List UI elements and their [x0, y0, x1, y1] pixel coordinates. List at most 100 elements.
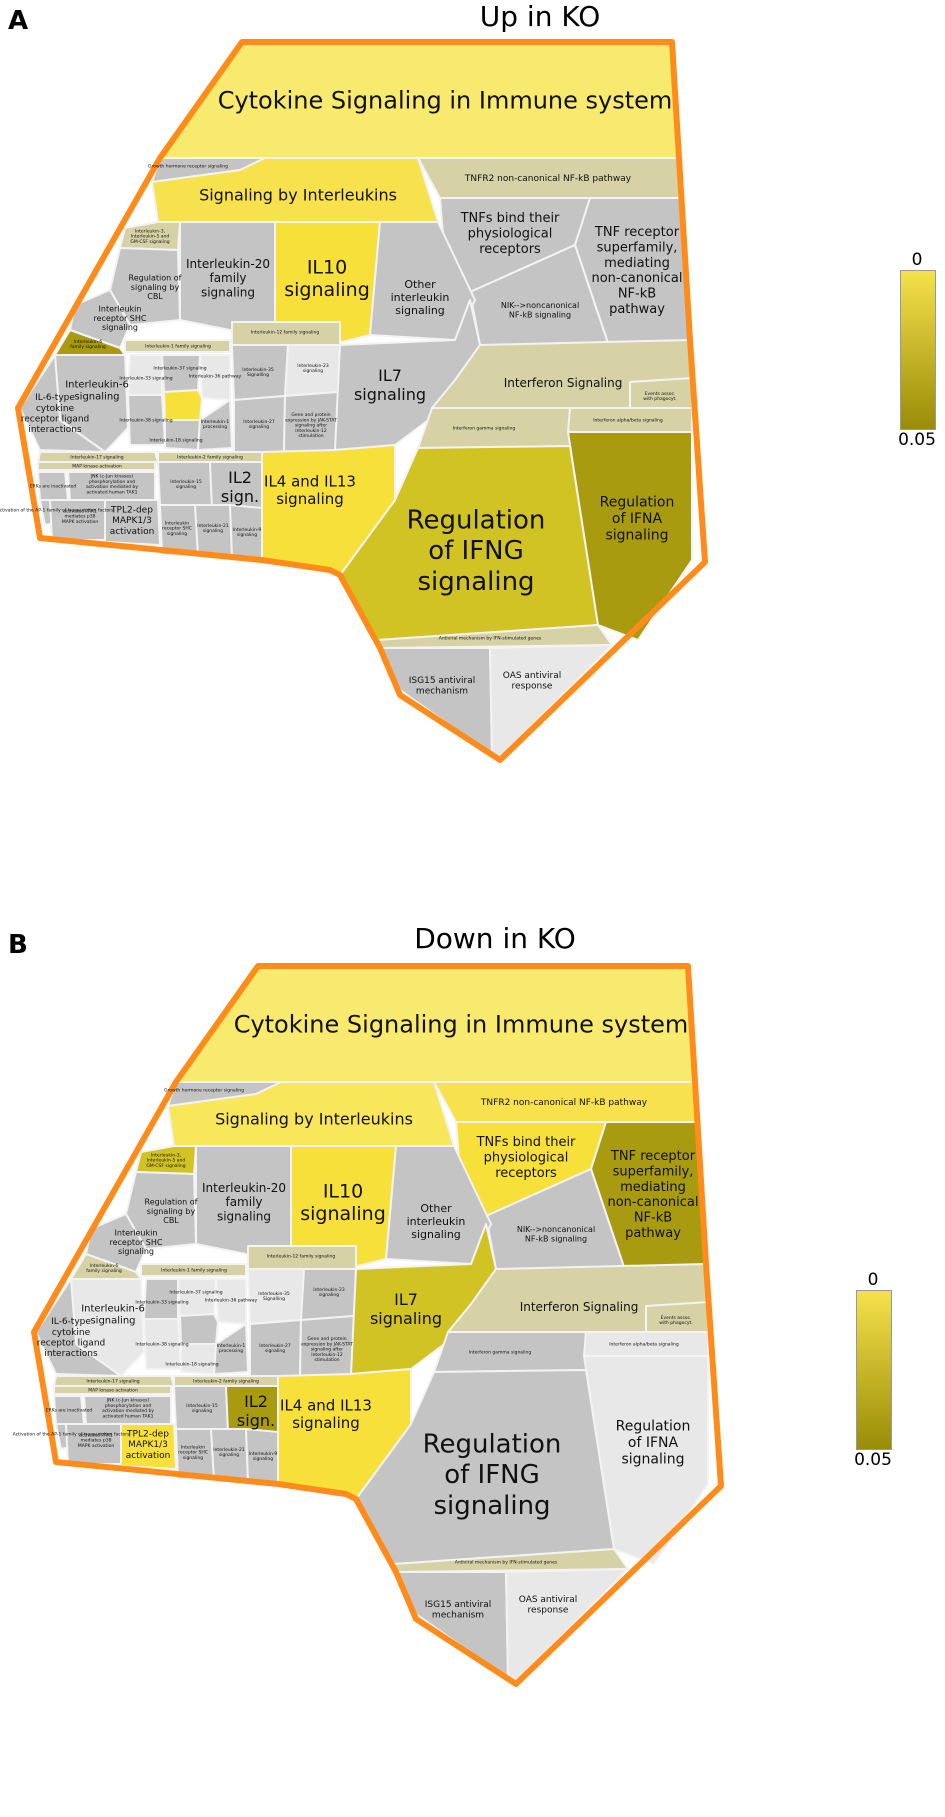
cell-label-il6-family: Interleukin-6 — [74, 339, 103, 345]
cell-label-il21: signaling — [219, 1452, 239, 1458]
cell-label-il6-type: interactions — [28, 425, 82, 435]
cell-label-isg15: ISG15 antiviral — [409, 676, 475, 686]
cell-label-il21: Interleukin-21 — [213, 1447, 245, 1453]
panel-letter-a: A — [8, 6, 29, 36]
pathway-cell-il1-family[interactable] — [140, 1263, 247, 1277]
cell-label-il2-family: Interleukin-2 family signaling — [193, 1379, 259, 1385]
pathway-cell-isg15[interactable] — [379, 647, 493, 756]
pathway-cell-il37[interactable] — [161, 354, 201, 393]
cell-label-il15: signaling — [176, 484, 196, 490]
cell-label-tnf-receptor: TNF receptor — [594, 225, 680, 240]
cell-label-il1-processing: Interleukin-1 — [201, 419, 230, 425]
cell-label-gene-protein: signaling after — [311, 1347, 343, 1353]
pathway-cell-il-small-a[interactable] — [163, 389, 203, 421]
cell-label-il21: Interleukin-21 — [197, 523, 229, 529]
cell-label-tpl2: activation — [126, 1451, 171, 1461]
pathway-cell-il10[interactable] — [274, 221, 381, 346]
cell-label-il15: Interleukin-15 — [186, 1403, 218, 1409]
cell-label-tnf-receptor: NF-kB — [634, 1211, 672, 1226]
pathway-cell-map-kinase[interactable] — [53, 1385, 172, 1395]
cell-label-other-il: interleukin — [407, 1215, 466, 1228]
cell-label-gene-protein: signaling after — [295, 423, 327, 429]
cell-label-events-assoc: Events assoc. — [645, 391, 676, 397]
pathway-cell-il33[interactable] — [127, 354, 163, 396]
cell-label-reg-ifng: Regulation — [423, 1429, 562, 1459]
cell-label-jnk: phosphorylation and — [89, 479, 135, 485]
pathway-cell-il18[interactable] — [180, 1343, 217, 1375]
pathway-cell-il-small-a[interactable] — [179, 1313, 219, 1345]
cell-label-antiviral: Antiviral mechanism by IFN-stimulated ge… — [439, 636, 542, 642]
legend-gradient-bar — [900, 270, 936, 430]
cell-label-interleukins: Signaling by Interleukins — [199, 186, 397, 205]
pathway-cell-il6-type[interactable] — [19, 354, 106, 453]
pathway-cell-reg-cbl[interactable] — [109, 247, 181, 326]
cell-label-ifn-gamma: Interferon gamma signaling — [453, 426, 516, 432]
cell-label-tnfs-bind: TNFs bind their — [460, 211, 560, 226]
pathway-cell-shc[interactable] — [85, 1213, 147, 1273]
cell-label-interferon: Interferon Signaling — [520, 1300, 639, 1314]
cell-label-il6-type: interactions — [44, 1349, 98, 1359]
cell-label-shc: signaling — [118, 1247, 154, 1256]
cell-label-il-shc: receptor SHC — [178, 1450, 208, 1456]
cell-label-il-shc: Interleukin — [165, 520, 189, 526]
cell-label-il17: Interleukin-17 signaling — [70, 455, 123, 461]
cell-label-il6-family: family signaling — [70, 344, 106, 350]
pathway-cell-tpl2[interactable] — [120, 1423, 177, 1470]
cell-label-il17: Interleukin-17 signaling — [86, 1379, 139, 1385]
pathway-cell-il1-processing[interactable] — [213, 1323, 249, 1375]
pathway-cell-il1-family[interactable] — [124, 339, 231, 353]
cell-label-il18: Interleukin-18 signaling — [165, 1362, 218, 1368]
map-outline — [31, 963, 724, 1687]
cell-label-reg-cbl: signaling by — [131, 283, 180, 292]
pathway-cell-map-kinase[interactable] — [37, 461, 156, 471]
cell-label-reg-cbl: CBL — [163, 1216, 179, 1225]
cell-label-other-il: Other — [420, 1202, 452, 1215]
cell-label-reg-ifna: Regulation — [616, 1418, 691, 1434]
cell-label-il36: Interleukin-36 pathway — [205, 1298, 258, 1304]
cell-label-il3-5-gmcsf: Interleukin-3, — [151, 1152, 181, 1158]
pathway-cell-shc[interactable] — [69, 289, 131, 349]
pathway-cell-oas[interactable] — [505, 1568, 629, 1683]
cell-label-isg15: ISG15 antiviral — [425, 1600, 491, 1610]
pathway-cell-tpl2[interactable] — [104, 499, 161, 546]
cell-label-tak1: activated TAK1 — [63, 508, 97, 514]
cell-label-shc: Interleukin — [99, 304, 142, 313]
cell-label-il4-13: signaling — [292, 1414, 360, 1432]
cell-label-tak1: mediates p38 — [81, 1438, 112, 1444]
cell-label-reg-ifng: signaling — [417, 567, 534, 597]
cell-label-il35: Interleukin-35 — [258, 1291, 290, 1297]
cell-label-jnk: activated human TAK1 — [103, 1414, 154, 1420]
pathway-cell-il1-processing[interactable] — [197, 399, 233, 451]
cell-label-il7: signaling — [354, 385, 426, 404]
pathway-cell-isg15[interactable] — [395, 1571, 509, 1680]
cell-label-shc: signaling — [102, 323, 138, 332]
panel-letter-b: B — [8, 930, 28, 960]
pathway-cell-il10[interactable] — [290, 1145, 397, 1270]
cell-label-tnfr2: TNFR2 non-canonical NF-kB pathway — [480, 1098, 648, 1108]
pathway-cell-il6-type[interactable] — [35, 1278, 122, 1377]
cell-label-il3-5-gmcsf: Interleukin-5 and — [131, 234, 170, 240]
cell-label-il10: IL10 — [307, 256, 347, 278]
pathway-cell-il18[interactable] — [164, 419, 201, 451]
cell-label-tnf-receptor: pathway — [609, 302, 665, 317]
cell-label-interleukins: Signaling by Interleukins — [215, 1110, 413, 1129]
cell-label-other-il: signaling — [411, 1228, 461, 1241]
cell-label-ifn-ab: Interferon alpha/beta signaling — [593, 418, 663, 424]
pathway-cell-reg-cbl[interactable] — [125, 1171, 197, 1250]
pathway-cell-il33[interactable] — [143, 1278, 179, 1320]
cell-label-other-il: signaling — [395, 304, 445, 317]
cell-label-reg-ifna: signaling — [605, 527, 668, 543]
cell-label-il3-5-gmcsf: Interleukin-5 and — [147, 1158, 186, 1164]
cell-label-il6-family: Interleukin-6 — [90, 1263, 119, 1269]
cell-label-events-assoc: with phagocyt. — [659, 1320, 692, 1326]
pathway-cell-oas[interactable] — [489, 644, 613, 759]
cell-label-isg15: mechanism — [432, 1610, 484, 1620]
cell-label-tnf-receptor: mediating — [620, 1180, 686, 1195]
cell-label-il-shc: signaling — [167, 531, 187, 537]
cell-label-il23: signaling — [319, 1292, 339, 1298]
cell-label-tpl2: activation — [110, 527, 155, 537]
pathway-cell-il37[interactable] — [177, 1278, 217, 1317]
cell-label-map-kinase: MAP kinase activation — [88, 1388, 138, 1394]
cell-label-events-assoc: with phagocyt. — [643, 396, 676, 402]
cell-label-il6-type: receptor ligand — [37, 1338, 105, 1348]
